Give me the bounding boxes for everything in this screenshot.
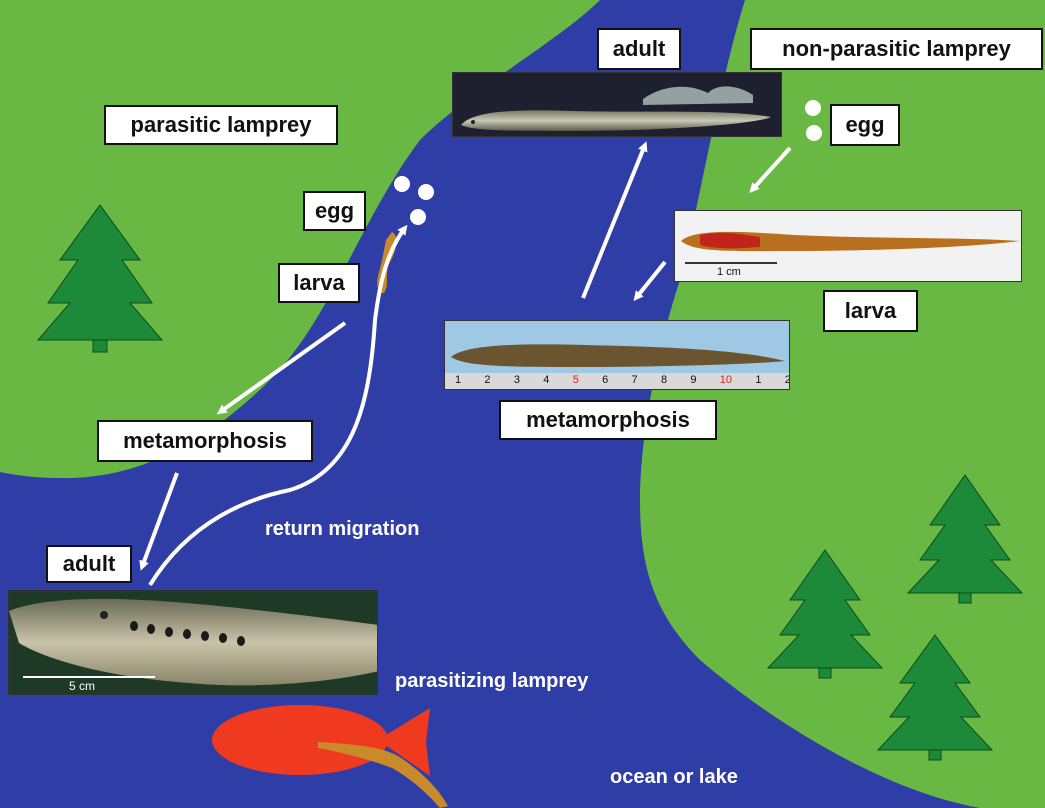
- label-metamorphosis-parasitic: metamorphosis: [97, 420, 313, 462]
- label-larva-non-parasitic: larva: [823, 290, 918, 332]
- ruler-number: 2: [484, 374, 490, 386]
- metamorphosis-non-parasitic-photo: 1 2 3 4 5 6 7 8 9 10 1 2: [444, 320, 790, 390]
- label-non-parasitic-lamprey: non-parasitic lamprey: [750, 28, 1043, 70]
- larva-non-parasitic-photo: 1 cm: [674, 210, 1022, 282]
- label-larva-parasitic: larva: [278, 263, 360, 303]
- ruler-number: 5: [573, 374, 579, 386]
- egg-icon: [418, 184, 434, 200]
- label-return-migration: return migration: [265, 518, 419, 541]
- ruler-number: 1: [755, 374, 761, 386]
- egg-icon: [806, 125, 822, 141]
- adult-non-parasitic-photo: [452, 72, 782, 137]
- egg-icon: [805, 100, 821, 116]
- label-adult-parasitic: adult: [46, 545, 132, 583]
- ruler-number: 1: [455, 374, 461, 386]
- label-egg-parasitic: egg: [303, 191, 366, 231]
- label-metamorphosis-non-parasitic: metamorphosis: [499, 400, 717, 440]
- ruler-number: 3: [514, 374, 520, 386]
- label-parasitizing-lamprey: parasitizing lamprey: [395, 670, 588, 693]
- ruler-number: 10: [720, 374, 732, 386]
- ruler-number: 8: [661, 374, 667, 386]
- scale-label-1cm: 1 cm: [717, 266, 741, 278]
- adult-parasitic-photo: 5 cm: [8, 590, 378, 695]
- egg-icon: [394, 176, 410, 192]
- ruler-number: 2: [785, 374, 790, 386]
- label-ocean-or-lake: ocean or lake: [610, 766, 738, 789]
- label-adult-non-parasitic: adult: [597, 28, 681, 70]
- ruler-number: 7: [632, 374, 638, 386]
- ruler-number: 9: [690, 374, 696, 386]
- label-parasitic-lamprey: parasitic lamprey: [104, 105, 338, 145]
- ruler-numbers: 1 2 3 4 5 6 7 8 9 10 1 2: [455, 374, 790, 386]
- ruler-number: 6: [602, 374, 608, 386]
- scale-label-5cm: 5 cm: [69, 679, 95, 693]
- label-egg-non-parasitic: egg: [830, 104, 900, 146]
- egg-icon: [410, 209, 426, 225]
- ruler-number: 4: [543, 374, 549, 386]
